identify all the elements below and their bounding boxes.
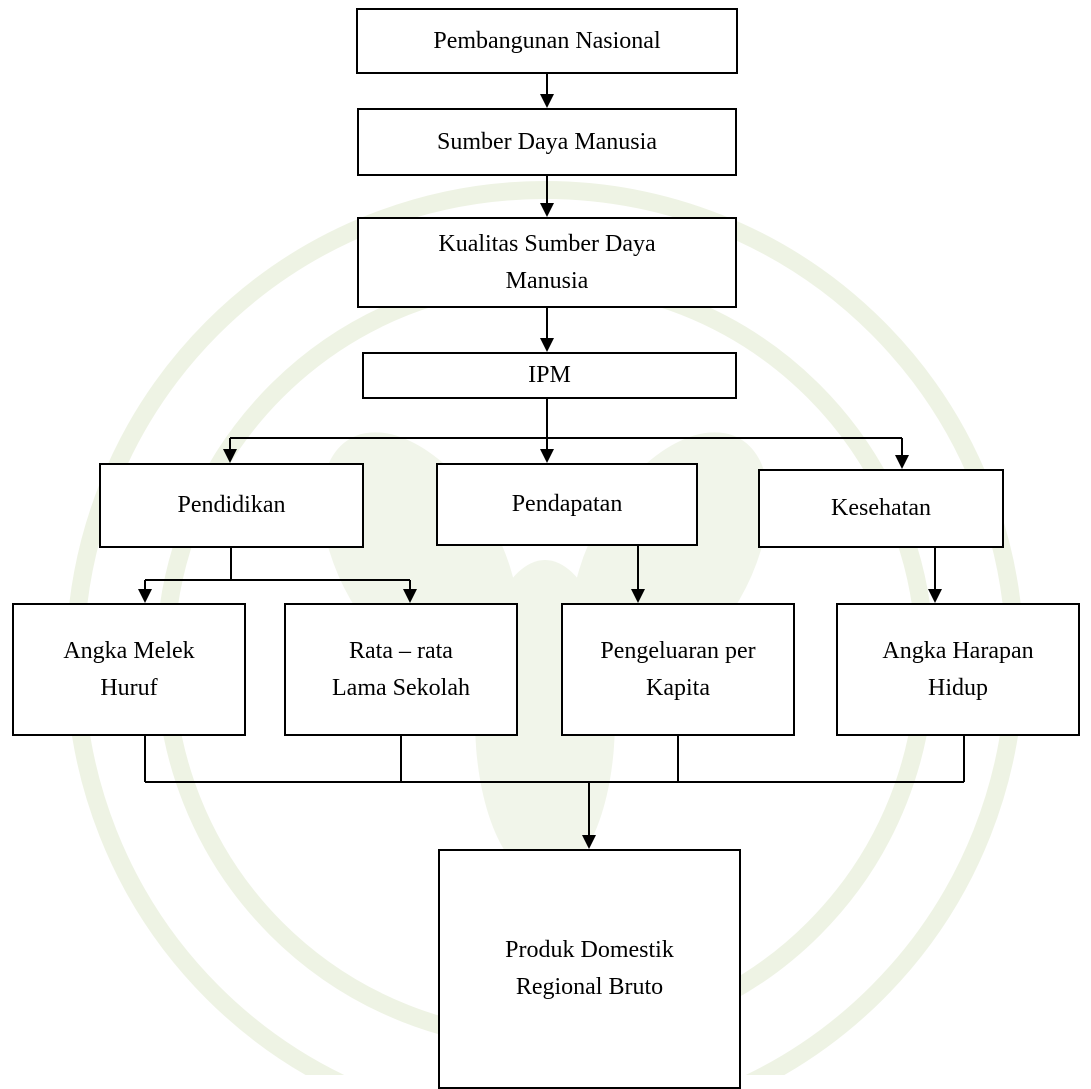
node-label-line: Manusia (505, 267, 589, 294)
node-label-line: Sumber Daya Manusia (437, 128, 657, 155)
node-label-line: Pembangunan Nasional (433, 27, 661, 54)
node-kualitas-sdm: Kualitas Sumber Daya Manusia (357, 217, 737, 308)
node-label-line: Kapita (646, 674, 710, 701)
node-label-line: Huruf (100, 674, 158, 701)
node-ipm: IPM (362, 352, 737, 399)
node-label-line: Angka Melek (63, 637, 195, 664)
node-label-line: Kualitas Sumber Daya (438, 230, 656, 257)
node-pdrb: Produk Domestik Regional Bruto (438, 849, 741, 1089)
node-label-line: Pendapatan (511, 491, 623, 517)
node-angka-melek-huruf: Angka Melek Huruf (12, 603, 246, 736)
node-pembangunan-nasional: Pembangunan Nasional (356, 8, 738, 74)
node-sumber-daya-manusia: Sumber Daya Manusia (357, 108, 737, 176)
node-angka-harapan-hidup: Angka Harapan Hidup (836, 603, 1080, 736)
node-label-line: Hidup (927, 674, 988, 701)
node-pendapatan: Pendapatan (436, 463, 698, 546)
node-label-line: Rata – rata (349, 637, 453, 664)
node-rata-rata-lama-sekolah: Rata – rata Lama Sekolah (284, 603, 518, 736)
node-label-line: Pengeluaran per (600, 637, 756, 664)
node-label-line: Regional Bruto (515, 974, 664, 1000)
node-label-line: Lama Sekolah (332, 674, 470, 701)
node-label-line: IPM (528, 362, 571, 388)
node-pendidikan: Pendidikan (99, 463, 364, 548)
node-label-line: Produk Domestik (505, 937, 674, 963)
node-pengeluaran-per-kapita: Pengeluaran per Kapita (561, 603, 795, 736)
node-label-line: Kesehatan (831, 495, 931, 521)
node-label-line: Angka Harapan (882, 637, 1034, 664)
node-label-line: Pendidikan (177, 492, 286, 518)
node-kesehatan: Kesehatan (758, 469, 1004, 548)
